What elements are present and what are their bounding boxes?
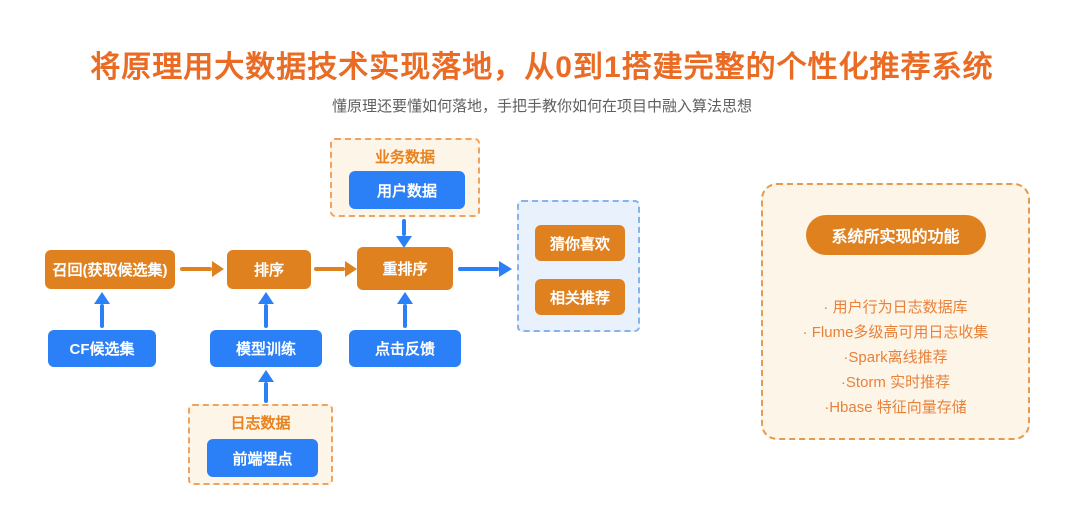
- page-subtitle: 懂原理还要懂如何落地，手把手教你如何在项目中融入算法思想: [331, 98, 752, 115]
- node-guess-you-like: 猜你喜欢: [535, 225, 625, 261]
- arrow-up-log-to-model-icon: [258, 370, 274, 403]
- node-user-data: 用户数据: [349, 171, 465, 209]
- node-rerank: 重排序: [357, 247, 453, 290]
- node-rank: 排序: [227, 250, 311, 289]
- arrow-recall-to-rank-icon: [180, 261, 224, 277]
- log-data-group: 日志数据 前端埋点: [188, 404, 333, 485]
- log-data-label: 日志数据: [230, 415, 291, 432]
- node-model-training: 模型训练: [210, 330, 322, 367]
- arrow-up-cf-to-recall-icon: [94, 292, 110, 328]
- business-data-group: 业务数据 用户数据: [330, 138, 480, 217]
- page-title: 将原理用大数据技术实现落地，从0到1搭建完整的个性化推荐系统: [90, 51, 994, 84]
- business-data-label: 业务数据: [374, 149, 435, 166]
- arrow-rank-to-rerank-icon: [314, 261, 357, 277]
- arrow-rerank-to-output-icon: [458, 260, 512, 278]
- feature-item-storm: ·Storm 实时推荐: [840, 374, 951, 391]
- feature-item-hbase: ·Hbase 特征向量存储: [824, 399, 967, 416]
- arrow-up-model-to-rank-icon: [258, 292, 274, 328]
- node-click-feedback: 点击反馈: [349, 330, 461, 367]
- feature-list: · 用户行为日志数据库 · Flume多级高可用日志收集 ·Spark离线推荐 …: [763, 295, 1028, 420]
- output-group: 猜你喜欢 相关推荐: [517, 200, 640, 332]
- node-related-recommend: 相关推荐: [535, 279, 625, 315]
- node-frontend-tracking: 前端埋点: [207, 439, 318, 477]
- arrow-up-click-to-rerank-icon: [397, 292, 413, 328]
- arrow-down-business-to-rerank-icon: [396, 219, 412, 248]
- feature-item-spark: ·Spark离线推荐: [843, 349, 948, 366]
- feature-panel-title: 系统所实现的功能: [805, 215, 986, 255]
- node-cf-candidates: CF候选集: [48, 330, 156, 367]
- feature-item-user-log: · 用户行为日志数据库: [823, 299, 968, 316]
- feature-item-flume: · Flume多级高可用日志收集: [802, 324, 989, 341]
- feature-panel: 系统所实现的功能 · 用户行为日志数据库 · Flume多级高可用日志收集 ·S…: [761, 183, 1030, 440]
- node-recall: 召回(获取候选集): [45, 250, 175, 289]
